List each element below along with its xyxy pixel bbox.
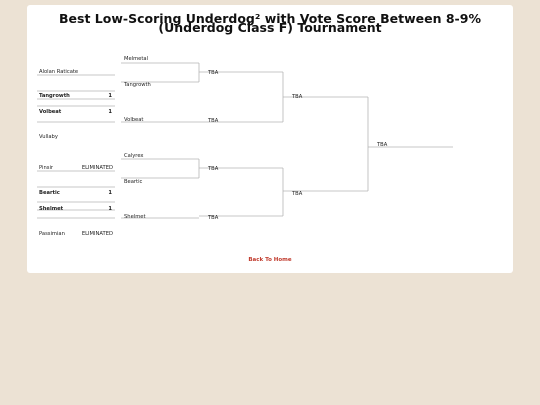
round1-score-8: ELIMINATED: [82, 231, 113, 237]
round4-slot-1: TBA: [291, 94, 303, 100]
round1-score-7: 1: [108, 206, 112, 212]
round1-score-2: 1: [108, 93, 112, 99]
round3-slot-2: TBA: [207, 118, 219, 124]
round1-entrant-8: Passimian: [39, 231, 65, 237]
round2-entrant-3: Volbeat: [124, 117, 143, 123]
bracket-card: Best Low-Scoring Underdog² with Vote Sco…: [27, 5, 513, 273]
round2-entrant-6: Shelmet: [124, 214, 146, 220]
round2-entrant-1: Melmetal: [124, 56, 148, 62]
round1-entrant-4: Vullaby: [39, 134, 58, 140]
round1-entrant-7: Shelmet: [39, 206, 64, 212]
round3-slot-4: TBA: [207, 215, 219, 221]
round3-slot-3: TBA: [207, 166, 219, 172]
round4-slot-2: TBA: [291, 191, 303, 197]
round1-entrant-5: Pinsir: [39, 165, 54, 171]
round1-score-3: 1: [108, 109, 112, 115]
round1-entrant-1: Alolan Raticate: [39, 69, 78, 75]
page-title: Best Low-Scoring Underdog² with Vote Sco…: [59, 11, 481, 35]
round1-entrant-6: Beartic: [39, 190, 60, 196]
bracket-lines: [37, 62, 453, 219]
round1-score-6: 1: [108, 190, 112, 196]
final-slot: TBA: [376, 142, 388, 148]
bracket: Alolan Raticate Tangrowth 1 Volbeat 1 Vu…: [37, 56, 453, 237]
round3-slot-1: TBA: [207, 70, 219, 76]
round1-score-5: ELIMINATED: [82, 165, 113, 171]
round2-entrant-5: Beartic: [124, 179, 143, 185]
back-to-home-link[interactable]: Back To Home: [248, 257, 292, 263]
round2-entrant-2: Tangrowth: [123, 82, 151, 88]
round1-entrant-3: Volbeat: [39, 109, 62, 115]
round2-entrant-4: Calyrex: [124, 153, 144, 159]
round1-entrant-2: Tangrowth: [39, 93, 70, 99]
